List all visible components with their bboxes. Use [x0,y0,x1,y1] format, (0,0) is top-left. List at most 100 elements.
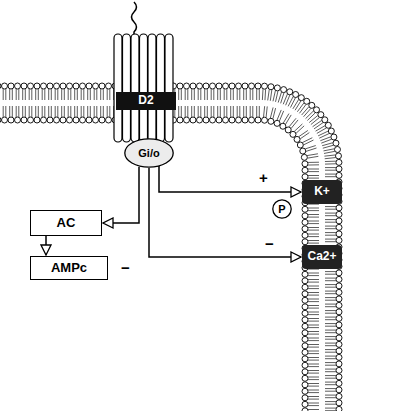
phospholipid [302,401,319,407]
phospholipid [190,106,196,123]
sign-label: − [264,236,275,251]
helix [123,34,131,142]
phospholipid [67,106,73,123]
phospholipid [325,406,342,411]
phospholipid [255,83,261,100]
phospholipid [302,102,315,116]
phospholipid [325,354,342,360]
phospholipid [297,98,309,113]
sign-label: − [120,260,131,275]
phospholipid [302,232,319,238]
phospholipid [325,211,342,217]
phospholipid [290,124,304,137]
signal-arrow [149,168,301,257]
phospholipid [288,91,299,107]
potassium-channel: K+ [302,180,342,204]
phospholipid [302,161,319,167]
phospholipid [325,159,342,165]
messenger-box: AMPc [30,256,108,280]
phospholipid [325,283,342,289]
phospholipid [236,83,242,100]
phospholipid [325,166,342,172]
node-text: AC [57,216,76,230]
phospholipid [325,341,342,347]
phospholipid [302,297,319,303]
phospholipid [325,387,342,393]
helix [114,34,122,142]
phospholipid [325,237,342,243]
phospholipid [0,83,1,100]
phospholipid [28,106,34,123]
node-text: K+ [314,185,330,198]
phospholipid [210,83,216,100]
phospholipid [302,349,319,355]
phospholipid [34,106,40,123]
phospholipid [93,106,99,123]
phospholipid [21,106,27,123]
phospholipid [325,231,342,237]
phospholipid [302,219,319,225]
phospholipid [302,206,319,212]
phospholipid [249,83,255,100]
phospholipid [325,328,342,334]
phospholipid [325,309,342,315]
phospholipid [223,106,229,123]
phospholipid [0,106,1,123]
node-text: Gi/o [138,147,159,159]
phospholipid [41,83,47,100]
phospholipid [306,107,320,121]
phospholipid [190,83,196,100]
phospholipid [302,408,319,411]
phospholipid [28,83,34,100]
phospholipid [80,83,86,100]
phospholipid [15,106,21,123]
phospholipid [302,382,319,388]
phospholipid [325,393,342,399]
phospholipid [67,83,73,100]
phospholipid [325,289,342,295]
phospholipid [302,336,319,342]
signal-arrow [45,236,47,255]
phospholipid [106,83,112,100]
phospholipid [216,106,222,123]
phospholipid [325,335,342,341]
node-text: P [278,203,285,215]
phospholipid [302,323,319,329]
phospholipid [236,106,242,123]
sign-label: + [258,170,269,185]
phospholipid [8,83,14,100]
phospholipid [293,95,304,111]
phospholipid [278,87,286,104]
phospholipid [41,106,47,123]
phospholipid [302,284,319,290]
phospholipid [106,106,112,123]
phospholipid [325,361,342,367]
phospholipid [302,278,319,284]
signal-arrow [159,166,301,192]
phospholipid [325,218,342,224]
phospholipid [73,106,79,123]
phospholipid [283,89,293,105]
receptor-label: D2 [116,92,176,110]
g-protein: Gi/o [124,138,174,168]
phospholipid [216,83,222,100]
phospholipid [229,83,235,100]
phospholipid [99,83,105,100]
phospholipid [302,330,319,336]
phospholipid [325,172,342,178]
phospholipid [47,106,53,123]
phospholipid [93,83,99,100]
phospholipid [301,154,318,161]
phospholipid [47,83,53,100]
phospholipid [302,167,319,173]
phospholipid [325,224,342,230]
phospholipid [324,153,341,159]
phospholipid [2,106,8,123]
phospholipid [54,83,60,100]
helix [165,34,173,142]
phospholipid [325,374,342,380]
phospholipid [86,83,92,100]
phospholipid [80,106,86,123]
